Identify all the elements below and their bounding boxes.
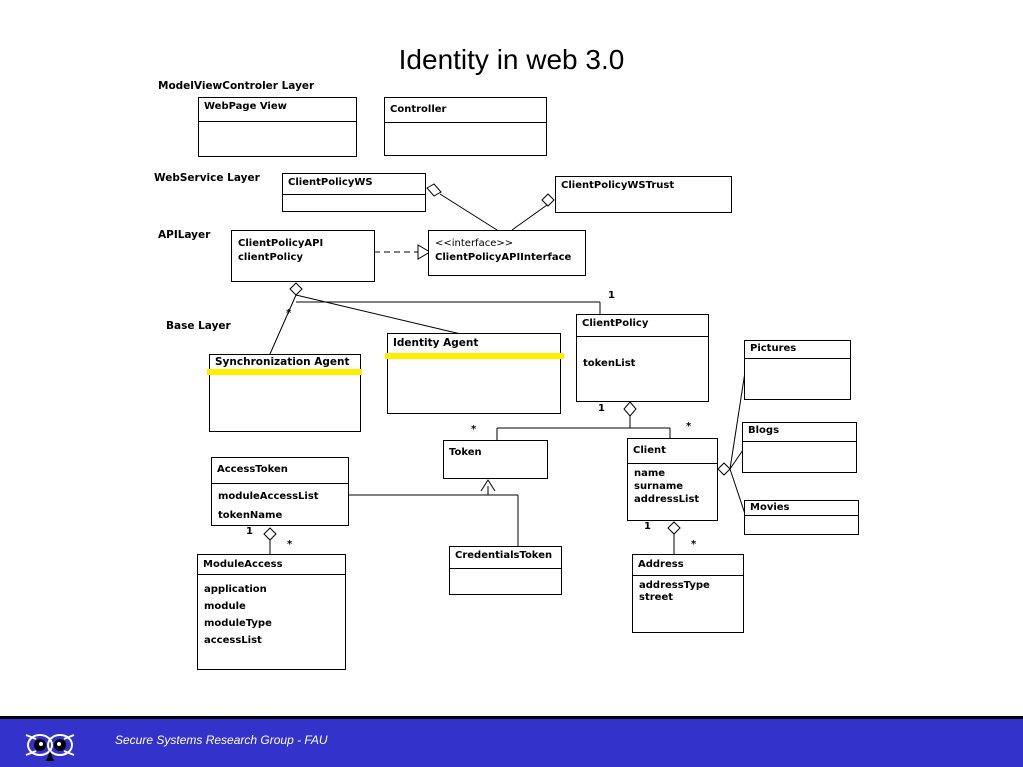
class-access-token: AccessToken moduleAccessList tokenName	[211, 457, 349, 526]
multiplicity-label: *	[287, 539, 293, 550]
class-name: CredentialsToken	[450, 547, 561, 569]
class-client-policy-api-interface: <<interface>> ClientPolicyAPIInterface	[428, 230, 586, 276]
slide-title: Identity in web 3.0	[398, 44, 625, 75]
class-attr: module	[204, 601, 246, 612]
layer-label-base: Base Layer	[166, 320, 231, 332]
multiplicity-label: *	[686, 421, 692, 432]
class-name: ClientPolicyWSTrust	[561, 180, 675, 191]
class-name: ClientPolicyWS	[283, 174, 425, 195]
class-identity-agent: Identity Agent	[387, 333, 561, 414]
highlight-bar	[385, 353, 564, 359]
class-name: ClientPolicy	[577, 315, 708, 337]
multiplicity-label: *	[691, 539, 697, 550]
class-credentials-token: CredentialsToken	[449, 546, 562, 595]
connector-lines	[263, 183, 746, 554]
class-attr: accessList	[204, 635, 262, 646]
class-token: Token	[443, 440, 548, 479]
class-name: Client	[628, 439, 717, 464]
footer-text: Secure Systems Research Group - FAU	[115, 733, 328, 747]
multiplicity-label: *	[471, 424, 477, 435]
multiplicity-label: 1	[598, 403, 605, 414]
class-client-policy-ws: ClientPolicyWS	[282, 173, 426, 212]
class-attr: addressType	[639, 580, 710, 591]
class-attr: tokenList	[583, 358, 636, 369]
class-pictures: Pictures	[744, 340, 851, 400]
class-name: ClientPolicyAPI	[238, 238, 324, 249]
class-name: WebPage View	[199, 98, 356, 122]
layer-label-webservice: WebService Layer	[154, 172, 260, 184]
class-name: Controller	[385, 98, 546, 123]
stereotype: <<interface>>	[435, 238, 514, 249]
class-attr: name	[634, 468, 666, 479]
class-name: AccessToken	[212, 458, 348, 484]
class-name: Movies	[745, 501, 858, 516]
footer-bar: Secure Systems Research Group - FAU	[0, 716, 1023, 767]
multiplicity-label: 1	[246, 526, 253, 537]
class-attr: street	[639, 592, 674, 603]
class-name: ClientPolicyAPIInterface	[435, 252, 572, 263]
class-address: Address addressType street	[632, 554, 744, 633]
owl-logo-icon	[25, 734, 75, 761]
class-attr: clientPolicy	[238, 252, 303, 263]
class-attr: application	[204, 584, 267, 595]
class-blogs: Blogs	[742, 422, 857, 473]
class-name: Blogs	[743, 423, 856, 442]
class-movies: Movies	[744, 500, 859, 535]
layer-label-mvc: ModelViewControler Layer	[158, 80, 315, 92]
class-client-policy-api: ClientPolicyAPI clientPolicy	[231, 230, 375, 282]
class-name: ModuleAccess	[198, 555, 345, 575]
layer-label-api: APILayer	[158, 229, 211, 241]
multiplicity-label: *	[286, 308, 292, 319]
multiplicity-label: 1	[608, 290, 615, 301]
class-attr: surname	[634, 481, 684, 492]
highlight-bar	[207, 369, 362, 375]
class-controller: Controller	[384, 97, 547, 156]
class-name: Pictures	[745, 341, 850, 359]
class-attr: moduleType	[204, 618, 272, 629]
class-synchronization-agent: Synchronization Agent	[209, 354, 361, 432]
class-name: Address	[633, 555, 743, 576]
class-client: Client name surname addressList	[627, 438, 718, 521]
class-client-policy: ClientPolicy tokenList	[576, 314, 709, 402]
class-webpage-view: WebPage View	[198, 97, 357, 157]
class-module-access: ModuleAccess application module moduleTy…	[197, 554, 346, 670]
class-attr: moduleAccessList	[218, 491, 319, 502]
class-name: Identity Agent	[393, 337, 479, 349]
class-attr: tokenName	[218, 510, 283, 521]
class-name: Token	[449, 447, 482, 458]
multiplicity-label: 1	[644, 521, 651, 532]
class-attr: addressList	[634, 494, 700, 505]
class-client-policy-ws-trust: ClientPolicyWSTrust	[555, 176, 732, 213]
